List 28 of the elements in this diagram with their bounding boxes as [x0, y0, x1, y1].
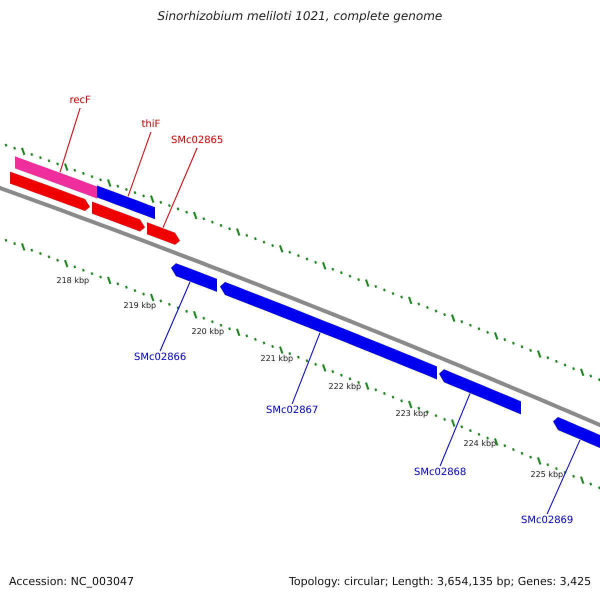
leader-line — [60, 108, 81, 173]
gene-label: SMc02865 — [171, 135, 224, 147]
gene-label: SMc02869 — [521, 515, 574, 527]
scale-label: 224 kbp — [464, 439, 496, 449]
genome-summary-text: Topology: circular; Length: 3,654,135 bp; Genes: 3,425 — [289, 575, 592, 588]
gene-bar — [15, 156, 97, 198]
leader-line — [292, 332, 320, 404]
gene-feature — [147, 222, 180, 245]
gene-label: recF — [70, 95, 91, 107]
leader-line — [160, 282, 190, 352]
gene-feature — [92, 202, 145, 232]
leader-line — [546, 439, 580, 514]
gene-feature — [439, 369, 521, 414]
scale-label: 221 kbp — [260, 354, 294, 364]
accession-text: Accession: NC_003047 — [9, 575, 134, 588]
gene-label: SMc02868 — [414, 467, 466, 479]
diagram-title: Sinorhizobium meliloti 1021, complete genome — [158, 9, 442, 24]
scale-label: 218 kbp — [56, 276, 90, 286]
leader-line — [128, 132, 152, 197]
gene-feature — [171, 263, 217, 292]
gene-bar — [97, 186, 155, 220]
gene-label: SMc02867 — [266, 405, 318, 417]
leader-line — [162, 148, 198, 228]
scale-label: 220 kbp — [192, 327, 224, 337]
gene-feature — [10, 172, 90, 211]
gene-label: thiF — [142, 119, 160, 131]
gene-label: SMc02866 — [134, 352, 186, 364]
leader-line — [440, 393, 470, 466]
